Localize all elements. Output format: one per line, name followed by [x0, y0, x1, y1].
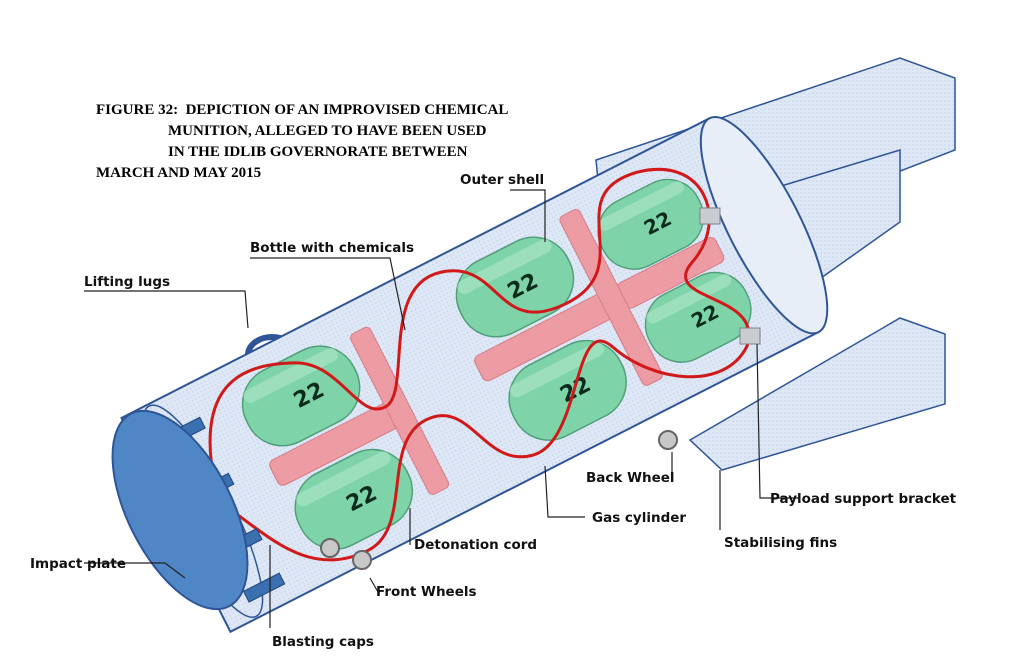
label-front-wheels: Front Wheels: [376, 584, 477, 600]
label-bottle-with-chemicals: Bottle with chemicals: [250, 240, 415, 256]
label-lifting-lugs: Lifting lugs: [84, 274, 171, 290]
figure-title: FIGURE 32: DEPICTION OF AN IMPROVISED CH…: [96, 100, 616, 184]
figure-title-line-1: DEPICTION OF AN IMPROVISED CHEMICAL: [185, 102, 509, 118]
label-impact-plate: Impact plate: [30, 556, 127, 572]
leader-bottle: [250, 257, 406, 331]
leader-lifting-lugs: [84, 290, 249, 329]
label-payload-support-bracket: Payload support bracket: [770, 491, 957, 507]
outer-shell: [120, 116, 829, 634]
figure-title-line-2: MUNITION, ALLEGED TO HAVE BEEN USED: [168, 123, 487, 139]
label-gas-cylinder: Gas cylinder: [592, 510, 687, 526]
leader-lines: [84, 189, 800, 628]
back-wheel: [658, 430, 678, 450]
chemical-bottles: [269, 209, 725, 495]
label-stabilising-fins: Stabilising fins: [724, 535, 838, 551]
leader-front-wheels: [369, 577, 379, 593]
impact-plate: [111, 409, 249, 611]
label-outer-shell: Outer shell: [460, 172, 545, 188]
label-back-wheel: Back Wheel: [586, 470, 675, 486]
leader-impact-plate: [84, 562, 186, 579]
figure-title-line-4: MARCH AND MAY 2015: [96, 165, 262, 181]
figure-number: FIGURE 32:: [96, 102, 179, 118]
label-detonation-cord: Detonation cord: [414, 537, 538, 553]
front-wheels: [320, 538, 372, 570]
payload-support-bracket: [699, 207, 761, 345]
stabilising-fin-bottom: [688, 317, 946, 471]
label-blasting-caps: Blasting caps: [272, 634, 374, 650]
figure-title-line-3: IN THE IDLIB GOVERNORATE BETWEEN: [168, 144, 468, 160]
leader-payload: [756, 343, 800, 499]
detonation-cord: [208, 167, 751, 562]
leader-gas-cylinder: [544, 465, 585, 518]
leader-outer-shell: [510, 189, 546, 242]
